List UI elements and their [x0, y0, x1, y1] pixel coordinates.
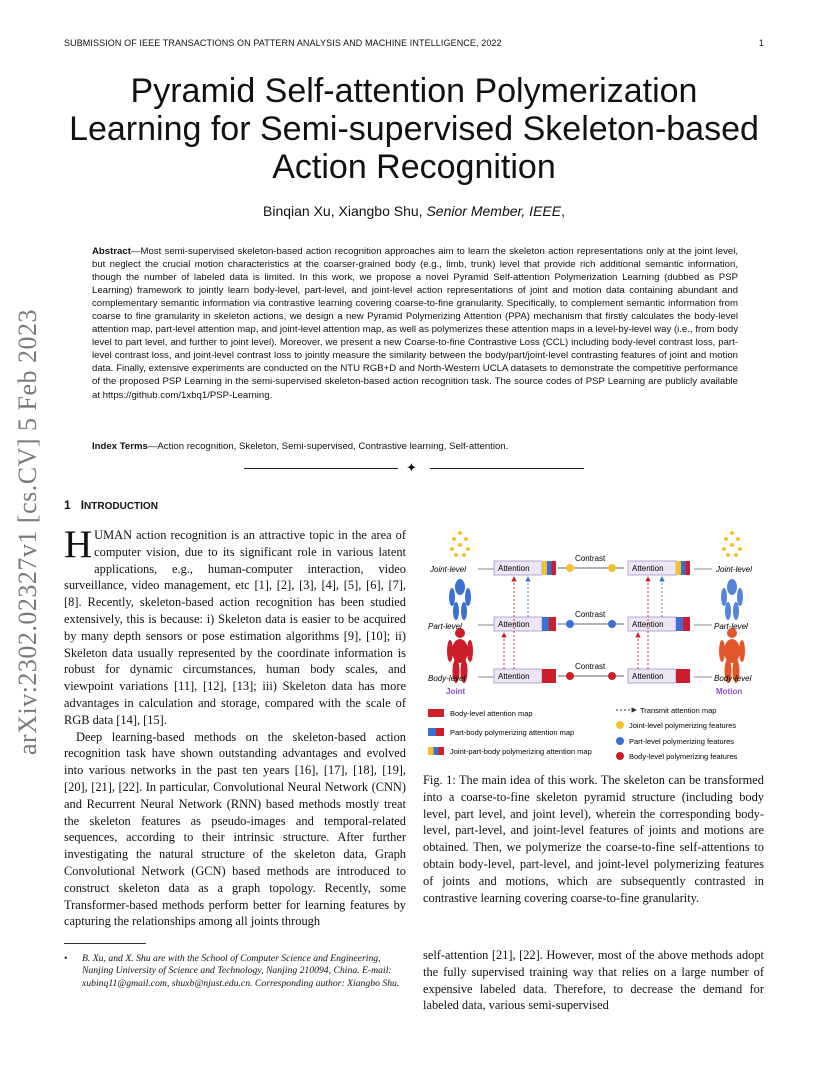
running-header: SUBMISSION OF IEEE TRANSACTIONS ON PATTE…: [64, 38, 764, 48]
journal-name: SUBMISSION OF IEEE TRANSACTIONS ON PATTE…: [64, 38, 502, 48]
legend-transmit: Transmit attention map: [640, 706, 716, 715]
page-number: 1: [758, 38, 764, 48]
legend-part-feat: Part-level polymerizing features: [629, 737, 734, 746]
footnote-bullet: •: [64, 953, 68, 964]
paragraph-1-text: action recognition is an attractive topi…: [64, 528, 406, 727]
figure-caption: Fig. 1: The main idea of this work. The …: [423, 773, 764, 905]
author-trail: ,: [561, 203, 565, 219]
section-title-rest: NTRODUCTION: [84, 501, 158, 512]
left-joint-skeleton-icon: [450, 531, 470, 557]
separator-right: [430, 468, 584, 469]
paper-title: Pyramid Self-attention Polymerization Le…: [69, 72, 759, 186]
svg-text:Attention: Attention: [498, 672, 530, 681]
left-joint-level-label: Joint-level: [429, 565, 466, 574]
right-part-attention-box: Attention: [627, 616, 690, 632]
legend-body-feat: Body-level polymerizing features: [629, 752, 738, 761]
left-part-attention-box: Attention: [493, 616, 556, 632]
body-contrast-link: Contrast: [558, 662, 624, 680]
transmit-arrows-left: [501, 576, 531, 669]
figure-1: Joint-level Part-level Body-level Joint-…: [428, 531, 752, 761]
abstract-text: —Most semi-supervised skeleton-based act…: [92, 246, 738, 401]
svg-text:Attention: Attention: [632, 672, 664, 681]
footnote-text: B. Xu, and X. Shu are with the School of…: [82, 953, 400, 989]
left-body-skeleton-icon: [447, 628, 473, 683]
index-terms-text: —Action recognition, Skeleton, Semi-supe…: [147, 441, 509, 452]
separator-left: [244, 468, 398, 469]
left-part-level-label: Part-level: [428, 622, 462, 631]
section-title-first: I: [80, 498, 85, 512]
arxiv-stamp: arXiv:2302.02327v1 [cs.CV] 5 Feb 2023: [13, 308, 42, 755]
separator-diamond-icon: ✦: [406, 460, 417, 475]
section-number: 1: [64, 498, 71, 512]
motion-data-label: Motion: [716, 687, 742, 696]
right-joint-skeleton-icon: [722, 531, 742, 557]
right-joint-attention-box: Attention: [627, 560, 690, 576]
legend-joint-map: Joint-part-body polymerizing attention m…: [450, 747, 592, 756]
author-names: Binqian Xu, Xiangbo Shu,: [263, 203, 427, 219]
right-joint-level-label: Joint-level: [715, 565, 752, 574]
abstract-label: Abstract: [92, 246, 131, 257]
legend-joint-feat: Joint-level polymerizing features: [629, 721, 736, 730]
section-heading: 1 INTRODUCTION: [64, 498, 158, 512]
legend-part-map: Part-body polymerizing attention map: [450, 728, 574, 737]
author-role: Senior Member, IEEE: [426, 203, 562, 219]
index-terms-label: Index Terms: [92, 441, 148, 452]
left-body-attention-box: Attention: [493, 668, 556, 684]
svg-text:Attention: Attention: [498, 564, 530, 573]
legend-body-map: Body-level attention map: [450, 709, 533, 718]
svg-text:Contrast: Contrast: [575, 610, 606, 619]
right-part-skeleton-icon: [721, 579, 743, 620]
joint-contrast-link: Contrast: [558, 554, 624, 572]
paragraph-2: Deep learning-based methods on the skele…: [64, 729, 406, 929]
transmit-arrows-right: [635, 576, 665, 669]
footnote-rule: [64, 943, 146, 944]
right-part-level-label: Part-level: [714, 622, 748, 631]
footnote: • B. Xu, and X. Shu are with the School …: [64, 953, 406, 990]
right-body-level-label: Body-level: [714, 674, 752, 683]
author-line: Binqian Xu, Xiangbo Shu, Senior Member, …: [64, 203, 764, 219]
right-column-text: self-attention [21], [22]. However, most…: [423, 948, 764, 1013]
legend: Body-level attention map Part-body polym…: [428, 706, 738, 761]
svg-text:Attention: Attention: [632, 564, 664, 573]
drop-cap: H: [64, 523, 93, 566]
left-joint-attention-box: Attention: [493, 560, 556, 576]
part-contrast-link: Contrast: [558, 610, 624, 628]
index-terms: Index Terms—Action recognition, Skeleton…: [92, 441, 738, 452]
left-body-level-label: Body-level: [428, 674, 466, 683]
abstract: Abstract—Most semi-supervised skeleton-b…: [92, 245, 738, 402]
right-body-skeleton-icon: [719, 628, 745, 683]
svg-text:Contrast: Contrast: [575, 554, 606, 563]
right-body-attention-box: Attention: [627, 668, 690, 684]
joint-data-label: Joint: [446, 687, 465, 696]
paragraph-1-smallcaps: UMAN: [94, 528, 133, 542]
svg-text:Contrast: Contrast: [575, 662, 606, 671]
left-part-skeleton-icon: [449, 579, 471, 620]
